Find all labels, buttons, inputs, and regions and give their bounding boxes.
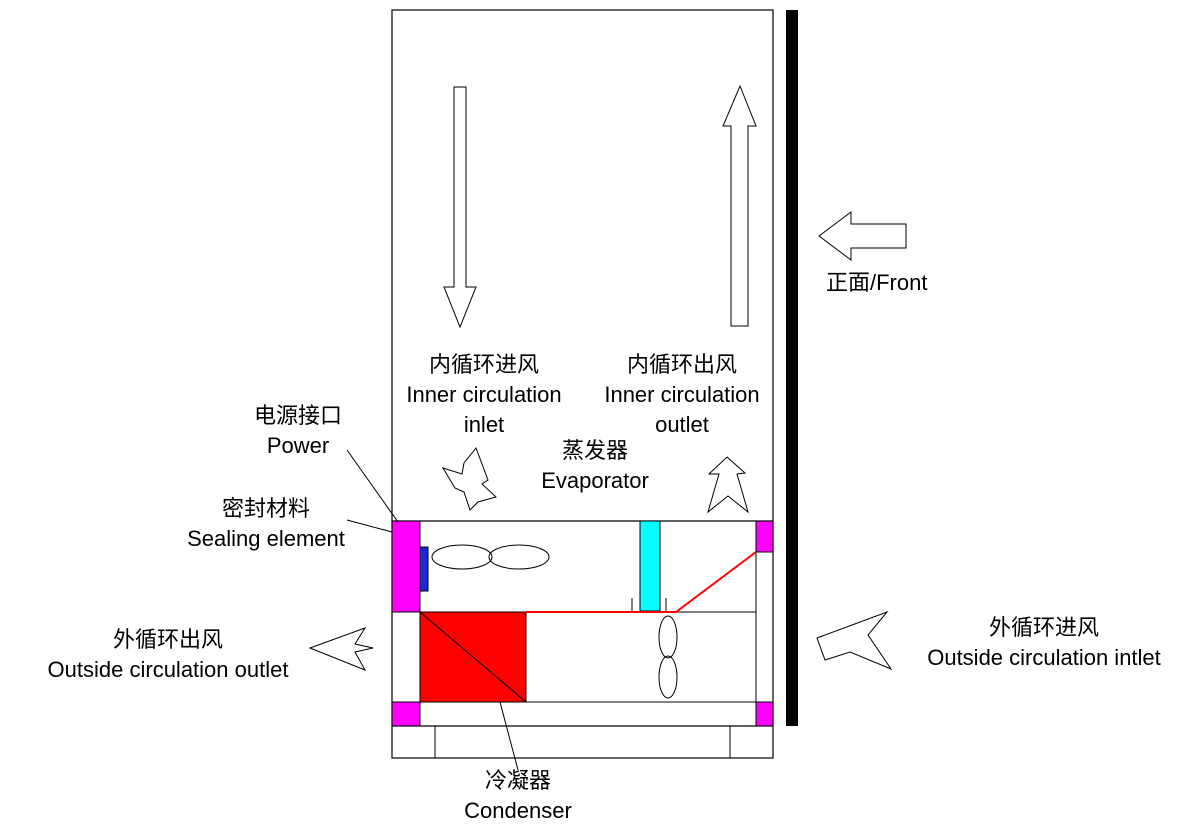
cabinet-body — [391, 9, 774, 759]
inner-outlet-small-arrow — [707, 456, 749, 514]
outside-outlet-arrow — [308, 627, 374, 671]
condenser-label: 冷凝器 Condenser — [438, 766, 598, 826]
sealing-leader — [346, 519, 393, 533]
inner-inlet-label-cn: 内循环进风 — [428, 352, 539, 377]
inner-outlet-arrow — [722, 84, 757, 327]
power-port — [419, 546, 429, 592]
inner-outlet-label-en2: outlet — [655, 412, 709, 437]
sealing-label-cn: 密封材料 — [221, 496, 310, 521]
evaporator-label-cn: 蒸发器 — [561, 438, 628, 463]
outside-inlet-label-en: Outside circulation intlet — [927, 645, 1161, 670]
foot-right — [729, 725, 774, 759]
sealing-left-bottom — [391, 701, 421, 727]
inner-inlet-label: 内循环进风 Inner circulation inlet — [384, 350, 584, 440]
foot-left — [391, 725, 436, 759]
inner-inlet-small-arrow — [441, 447, 497, 511]
outside-inlet-label-cn: 外循环进风 — [988, 615, 1099, 640]
power-label-cn: 电源接口 — [253, 403, 342, 428]
sealing-right-bottom — [755, 701, 774, 727]
outside-outlet-label-en: Outside circulation outlet — [47, 657, 289, 682]
power-label-en: Power — [266, 433, 330, 458]
sealing-right-top — [755, 520, 774, 553]
inner-outlet-label-en1: Inner circulation — [604, 382, 760, 407]
inner-outlet-label: 内循环出风 Inner circulation outlet — [582, 350, 782, 440]
evaporator — [639, 520, 661, 612]
evaporator-label: 蒸发器 Evaporator — [520, 436, 670, 496]
front-label: 正面/Front — [826, 270, 928, 295]
sealing-label-en: Sealing element — [187, 526, 345, 551]
inner-chamber — [419, 520, 757, 613]
inner-fan-left — [431, 544, 493, 570]
outside-fan-top — [658, 615, 678, 659]
power-leader — [346, 449, 399, 523]
inner-fan-right — [488, 544, 550, 570]
outside-outlet-label-cn: 外循环出风 — [112, 627, 223, 652]
outside-outlet-label: 外循环出风 Outside circulation outlet — [18, 625, 318, 685]
cabinet-door — [786, 10, 798, 726]
condenser-label-cn: 冷凝器 — [484, 768, 551, 793]
condenser-diagonal — [419, 611, 527, 703]
sealing-left-top — [391, 520, 421, 613]
power-label: 电源接口 Power — [228, 401, 368, 461]
inner-inlet-label-en1: Inner circulation — [406, 382, 562, 407]
refrigerant-pipe — [526, 551, 757, 613]
outside-inlet-arrow — [816, 610, 893, 671]
front-arrow — [818, 211, 907, 261]
inner-inlet-arrow — [443, 86, 477, 329]
evaporator-label-en: Evaporator — [541, 468, 649, 493]
inner-outlet-label-cn: 内循环出风 — [626, 352, 737, 377]
condenser-leader — [499, 701, 519, 771]
outside-fan-bottom — [658, 655, 678, 699]
condenser-label-en: Condenser — [464, 798, 572, 823]
inner-inlet-label-en2: inlet — [463, 412, 505, 437]
sealing-label: 密封材料 Sealing element — [166, 494, 366, 554]
outside-inlet-label: 外循环进风 Outside circulation intlet — [905, 613, 1183, 673]
